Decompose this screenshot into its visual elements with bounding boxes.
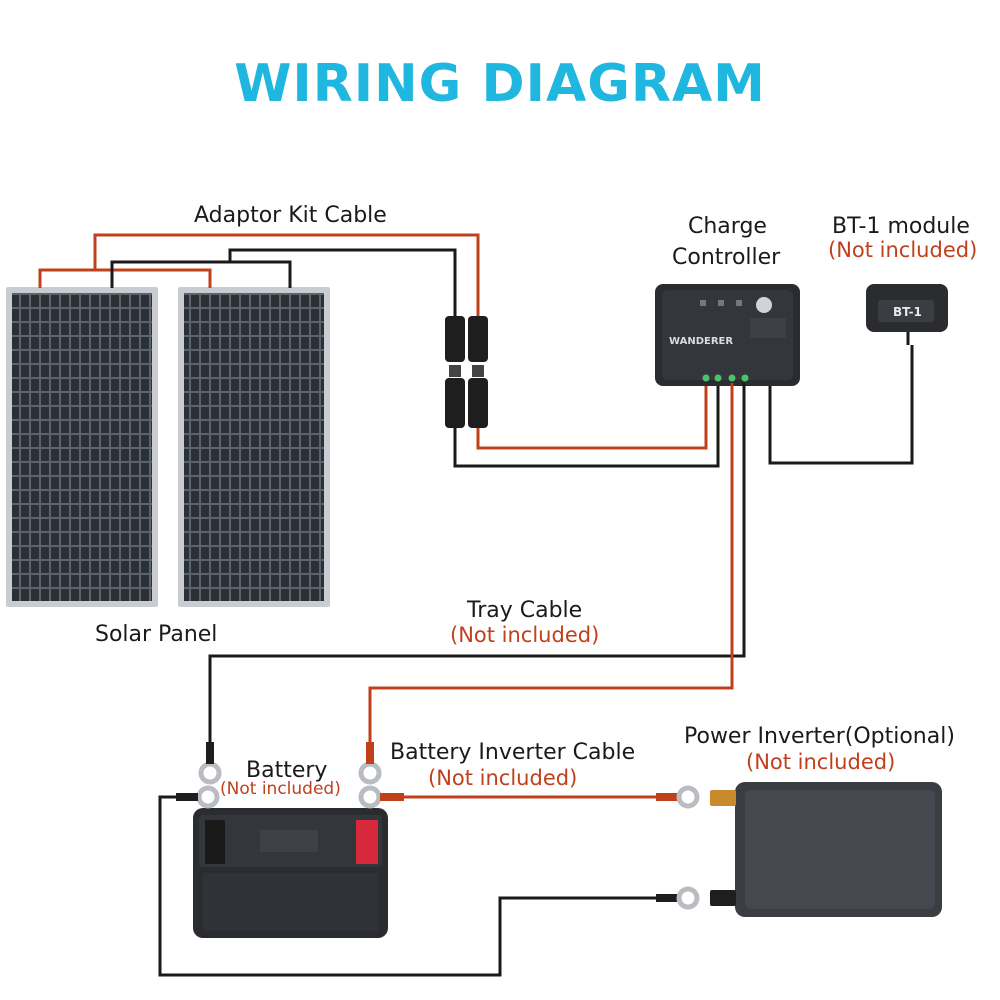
inverter-ring-terminals xyxy=(656,785,700,910)
power-inverter-note: (Not included) xyxy=(746,750,896,774)
charge-controller xyxy=(655,284,800,386)
tray-cable-label: Tray Cable xyxy=(467,598,583,623)
mc4-connectors xyxy=(445,316,488,428)
solar-panel-label: Solar Panel xyxy=(95,622,218,647)
battery xyxy=(193,808,388,938)
adaptor-kit-wires xyxy=(38,233,480,318)
battery-inverter-cable-label: Battery Inverter Cable xyxy=(390,740,636,765)
power-inverter-label: Power Inverter(Optional) xyxy=(684,724,955,749)
tray-cable-note: (Not included) xyxy=(450,623,600,647)
bt1-cable xyxy=(768,345,914,465)
solar-panel-right xyxy=(178,287,330,607)
battery-terminals xyxy=(176,742,404,809)
power-inverter xyxy=(710,782,942,917)
controller-pv-wires xyxy=(453,383,720,468)
bt1-module-note: (Not included) xyxy=(828,238,978,262)
bt1-module-label: BT-1 module xyxy=(832,214,970,239)
page-title: WIRING DIAGRAM xyxy=(234,54,766,114)
charge-controller-label-line1: Charge xyxy=(688,214,767,239)
battery-inverter-cable-note: (Not included) xyxy=(428,766,578,790)
adaptor-kit-cable-label: Adaptor Kit Cable xyxy=(194,203,387,228)
charge-controller-label-line2: Controller xyxy=(672,245,781,270)
tray-cable-wires xyxy=(208,383,746,742)
battery-label: Battery xyxy=(246,758,328,783)
bt1-badge: BT-1 xyxy=(893,305,922,319)
controller-brand: WANDERER xyxy=(669,336,733,347)
battery-note: (Not included) xyxy=(220,779,341,799)
bt1-module xyxy=(866,284,948,345)
battery-inverter-wires xyxy=(158,795,656,977)
solar-panel-left xyxy=(6,287,158,607)
